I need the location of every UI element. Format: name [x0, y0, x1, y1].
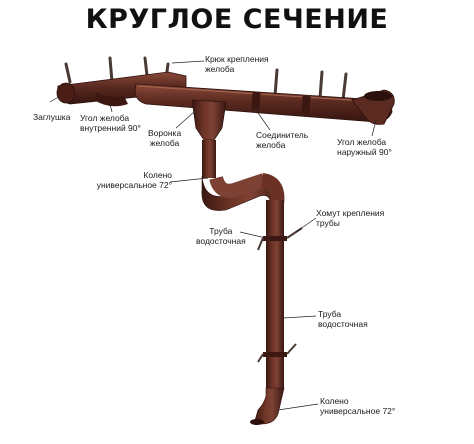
end-cap-part — [56, 82, 76, 104]
elbow-bottom-part — [253, 387, 285, 425]
leader-elbow-top — [169, 177, 209, 183]
pipe-clamp-upper-pin2 — [257, 237, 264, 251]
leader-elbow-bottom — [277, 403, 319, 411]
hook-2 — [108, 56, 114, 84]
inner-corner-part — [94, 92, 128, 107]
pipe-short — [202, 140, 216, 178]
leader-inner-corner — [109, 103, 113, 113]
hook-1 — [64, 62, 72, 84]
pipe-clamp-upper — [263, 236, 287, 241]
downpipe-main — [266, 200, 284, 390]
hook-6 — [318, 70, 324, 100]
label-connector: Соединитель желоба — [256, 130, 309, 150]
page-title: КРУГЛОЕ СЕЧЕНИЕ — [85, 4, 389, 35]
leader-end-cap — [49, 95, 61, 103]
label-hook: Крюк крепления желоба — [205, 54, 269, 74]
leader-hook — [171, 60, 205, 64]
label-outer-corner: Угол желоба наружный 90° — [337, 137, 392, 157]
outer-corner-opening — [364, 91, 392, 101]
connector-ring-2 — [301, 95, 311, 115]
label-end-cap: Заглушка — [33, 112, 71, 122]
funnel-part — [191, 99, 227, 141]
pipe-clamp-lower-pin2 — [257, 353, 264, 363]
leader-pipe-lower — [283, 315, 317, 319]
label-elbow-bottom: Колено универсальное 72° — [320, 396, 396, 416]
label-elbow-top: Колено универсальное 72° — [96, 170, 172, 190]
label-pipe-upper: Труба водосточная — [196, 226, 246, 246]
hook-7 — [341, 72, 348, 102]
label-pipe-clamp: Хомут крепления трубы — [316, 208, 385, 228]
gutter-main-section — [134, 83, 393, 123]
leader-pipe-upper — [239, 231, 267, 239]
pipe-clamp-lower-pin — [286, 343, 297, 355]
label-pipe-lower: Труба водосточная — [318, 309, 368, 329]
elbow-bottom-opening — [250, 419, 264, 425]
label-inner-corner: Угол желоба внутренний 90° — [80, 113, 141, 133]
label-funnel: Воронка желоба — [148, 128, 182, 148]
leader-connector — [255, 109, 271, 131]
pipe-clamp-lower — [263, 352, 287, 357]
leader-outer-corner — [371, 119, 377, 137]
leader-lines — [49, 60, 377, 411]
leader-funnel — [175, 111, 195, 129]
leader-clamp — [295, 217, 317, 233]
connector-ring-1 — [251, 91, 261, 111]
hook-5 — [273, 68, 279, 98]
elbow-top-arc — [209, 173, 267, 198]
